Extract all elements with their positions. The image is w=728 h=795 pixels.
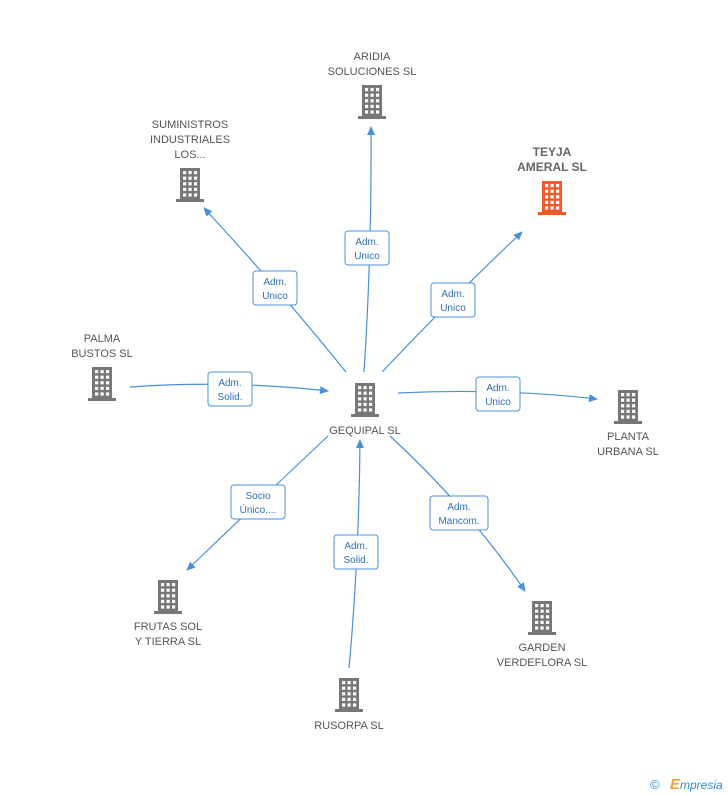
node-planta[interactable]: PLANTA URBANA SL (597, 390, 659, 458)
node-label-planta[interactable]: URBANA SL (597, 446, 659, 458)
building-icon (351, 383, 379, 417)
node-label-teyja[interactable]: AMERAL SL (517, 160, 587, 174)
edge-label-text: Unico (354, 251, 380, 262)
building-icon (176, 168, 204, 202)
edge-label-text: Adm. (447, 502, 470, 513)
node-label-rusorpa[interactable]: RUSORPA SL (314, 720, 384, 732)
edge-label-text: Adm. (263, 277, 286, 288)
node-rusorpa[interactable]: RUSORPA SL (314, 678, 384, 732)
edge-label-aridia[interactable]: Adm. Unico (344, 230, 390, 266)
node-label-palma[interactable]: BUSTOS SL (71, 348, 133, 360)
edge-label-box[interactable] (429, 495, 489, 531)
node-gequipal[interactable]: GEQUIPAL SL (329, 383, 401, 437)
edge-label-rusorpa[interactable]: Adm. Solid. (333, 534, 379, 570)
node-label-suministros[interactable]: LOS... (174, 149, 205, 161)
edge-planta: Adm. Unico (397, 376, 598, 412)
edge-label-frutas[interactable]: SocioÚnico,... (230, 484, 286, 520)
edge-label-text: Mancom. (438, 516, 479, 527)
node-label-palma[interactable]: PALMA (84, 333, 121, 345)
edge-garden: Adm. Mancom. (389, 435, 526, 592)
edge-teyja: Adm. Unico (381, 231, 523, 373)
node-suministros[interactable]: SUMINISTROS INDUSTRIALES LOS... (150, 119, 230, 202)
edge-label-text: Solid. (343, 555, 368, 566)
building-icon (538, 181, 566, 215)
brand-name: Empresia (670, 776, 723, 793)
edge-label-text: Adm. (441, 289, 464, 300)
node-aridia[interactable]: ARIDIA SOLUCIONES SL (328, 51, 417, 119)
edge-label-text: Adm. (218, 378, 241, 389)
edge-label-planta[interactable]: Adm. Unico (475, 376, 521, 412)
node-palma[interactable]: PALMA BUSTOS SL (71, 333, 133, 401)
node-label-suministros[interactable]: INDUSTRIALES (150, 134, 230, 146)
node-label-frutas[interactable]: FRUTAS SOL (134, 621, 202, 633)
edge-label-box[interactable] (344, 230, 390, 266)
edge-label-text: Socio (245, 491, 270, 502)
node-label-suministros[interactable]: SUMINISTROS (152, 119, 228, 131)
edge-suministros: Adm. Unico (203, 207, 347, 373)
edge-label-text: Solid. (217, 392, 242, 403)
edge-label-suministros[interactable]: Adm. Unico (252, 270, 298, 306)
edge-label-text: Único,... (240, 503, 277, 516)
node-label-aridia[interactable]: ARIDIA (354, 51, 391, 63)
node-label-planta[interactable]: PLANTA (607, 431, 650, 443)
building-icon (154, 580, 182, 614)
empresia-watermark: © Empresia (650, 776, 723, 793)
edge-frutas: SocioÚnico,... (186, 435, 329, 571)
edge-palma: Adm. Solid. (129, 371, 329, 407)
edge-label-text: Unico (440, 303, 466, 314)
copyright-symbol: © (650, 777, 660, 792)
edge-label-teyja[interactable]: Adm. Unico (430, 282, 476, 318)
edge-label-garden[interactable]: Adm. Mancom. (429, 495, 489, 531)
edge-label-box[interactable] (475, 376, 521, 412)
edge-label-box[interactable] (333, 534, 379, 570)
edge-label-text: Adm. (355, 237, 378, 248)
edge-label-box[interactable] (230, 484, 286, 520)
edge-label-text: Unico (485, 397, 511, 408)
node-label-teyja[interactable]: TEYJA (533, 145, 572, 159)
edge-label-text: Adm. (486, 383, 509, 394)
node-label-garden[interactable]: GARDEN (518, 642, 565, 654)
edge-aridia: Adm. Unico (344, 126, 390, 373)
edge-label-palma[interactable]: Adm. Solid. (207, 371, 253, 407)
building-icon (614, 390, 642, 424)
node-garden[interactable]: GARDEN VERDEFLORA SL (497, 601, 587, 669)
edge-label-box[interactable] (252, 270, 298, 306)
node-label-frutas[interactable]: Y TIERRA SL (135, 636, 201, 648)
node-label-gequipal[interactable]: GEQUIPAL SL (329, 425, 401, 437)
node-frutas[interactable]: FRUTAS SOL Y TIERRA SL (134, 580, 202, 648)
node-label-aridia[interactable]: SOLUCIONES SL (328, 66, 417, 78)
edge-label-box[interactable] (207, 371, 253, 407)
edge-label-text: Adm. (344, 541, 367, 552)
edge-label-text: Unico (262, 291, 288, 302)
node-label-garden[interactable]: VERDEFLORA SL (497, 657, 587, 669)
building-icon (358, 85, 386, 119)
edge-rusorpa: Adm. Solid. (333, 439, 379, 669)
building-icon (335, 678, 363, 712)
building-icon (88, 367, 116, 401)
building-icon (528, 601, 556, 635)
edge-label-box[interactable] (430, 282, 476, 318)
